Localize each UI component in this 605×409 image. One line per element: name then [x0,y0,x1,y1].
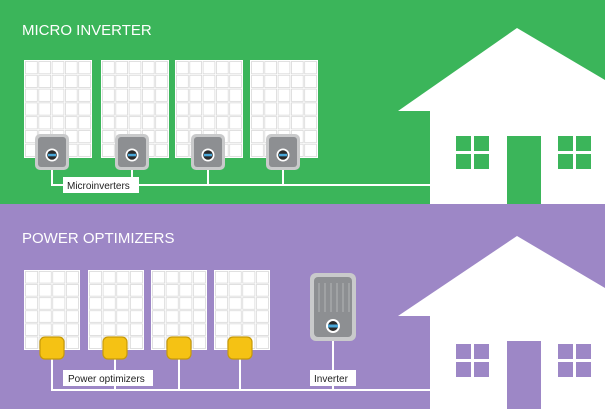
inverter-label-box [310,370,356,386]
inverter-label: Inverter [314,374,349,385]
house-top-window-right [558,136,591,169]
power-optimizer-icon [39,336,65,360]
house-bottom-window-left [456,344,489,377]
microinverter-icon [266,134,300,170]
house-bottom [398,236,605,409]
house-top-door [507,136,541,204]
string-inverter [310,273,356,341]
house-top [398,28,605,204]
house-bottom-roof [398,236,605,316]
house-bottom-door [507,341,541,409]
power-optimizer-group [39,336,253,360]
microinverter-icon [115,134,149,170]
microinverter-icon [35,134,69,170]
solar-panel-group-top [24,60,318,158]
house-top-window-left [456,136,489,169]
power-optimizers-label: Power optimizers [68,374,145,385]
power-optimizer-icon [102,336,128,360]
house-bottom-window-right [558,344,591,377]
microinverters-label: Microinverters [67,181,130,192]
house-top-roof [398,28,605,111]
microinverter-icon [191,134,225,170]
power-optimizers-label-box [63,370,153,386]
microinverters-label-box [63,177,139,193]
micro-inverter-title: MICRO INVERTER [22,22,152,39]
power-optimizer-icon [166,336,192,360]
power-optimizers-title: POWER OPTIMIZERS [22,230,175,247]
microinverter-group [35,134,300,170]
power-optimizer-icon [227,336,253,360]
